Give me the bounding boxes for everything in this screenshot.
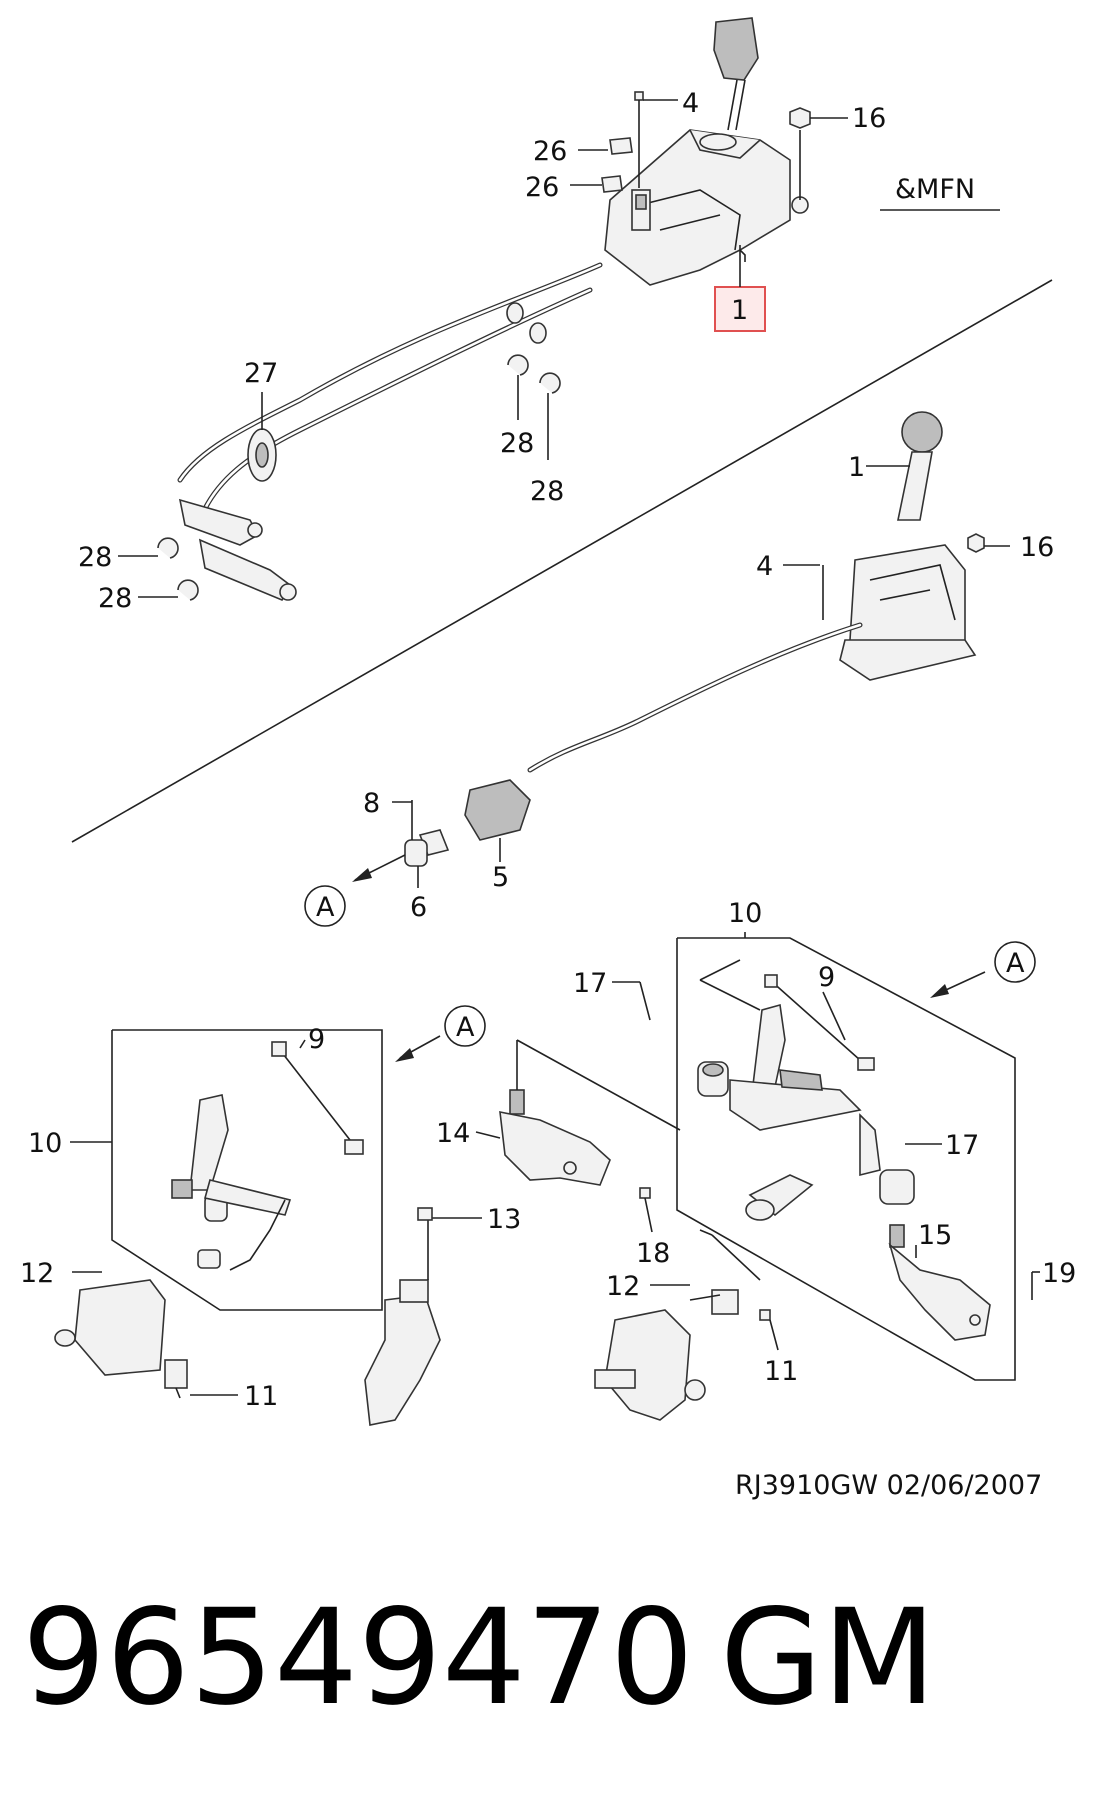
callout-6: 6 <box>410 892 427 923</box>
callout-19: 19 <box>1042 1258 1076 1289</box>
arrow-to-A-middle <box>304 854 406 927</box>
top-shifter-assembly <box>604 17 809 286</box>
callout-1-middle: 1 <box>848 452 865 483</box>
callout-12-right: 12 <box>606 1271 640 1302</box>
callout-9-right: 9 <box>818 962 835 993</box>
clip-28-c <box>157 537 179 559</box>
callout-4-middle: 4 <box>756 551 773 582</box>
clip-28-d <box>177 579 199 601</box>
callout-13: 13 <box>487 1204 521 1235</box>
callout-A-right: A <box>1006 948 1025 979</box>
bottom-left-box <box>111 1029 383 1311</box>
callout-28-c: 28 <box>78 542 112 573</box>
callout-14: 14 <box>436 1118 470 1149</box>
bottom-right-mechanism <box>697 959 915 1221</box>
callout-27: 27 <box>244 358 278 389</box>
part-number: 96549470 <box>22 1581 694 1735</box>
callout-17-lower: 17 <box>945 1130 979 1161</box>
callout-1-highlighted: 1 <box>731 295 748 326</box>
bracket-14 <box>499 1039 681 1199</box>
arrow-to-A-right <box>930 941 1036 998</box>
clip-28-b <box>539 372 561 394</box>
callout-9-left: 9 <box>308 1024 325 1055</box>
lever-15 <box>888 1224 991 1341</box>
bottom-left-mechanism <box>171 1041 364 1271</box>
callout-11-left: 11 <box>244 1381 278 1412</box>
brand-name: GM <box>720 1581 937 1735</box>
callout-16-middle: 16 <box>1020 532 1054 563</box>
callout-A-middle: A <box>316 892 335 923</box>
clip-26-lower <box>601 175 623 193</box>
callout-18: 18 <box>636 1238 670 1269</box>
callout-10-right: 10 <box>728 898 762 929</box>
callout-4-top: 4 <box>682 88 699 119</box>
bottom-left-bracket <box>54 1279 188 1399</box>
callout-5: 5 <box>492 862 509 893</box>
callout-28-a: 28 <box>500 428 534 459</box>
section-divider <box>71 279 1053 843</box>
bottom-right-box <box>676 937 1016 1381</box>
clip-28-a <box>507 354 529 376</box>
bottom-right-bracket <box>594 1229 771 1421</box>
parts-diagram: 4 16 26 26 1 27 28 28 28 28 &MFN 1 4 16 … <box>20 17 1076 1426</box>
nut-16-top <box>789 107 811 129</box>
callout-A-left: A <box>456 1012 475 1043</box>
callout-8: 8 <box>363 788 380 819</box>
top-shift-cables <box>177 262 603 602</box>
drawing-code: RJ3910GW 02/06/2007 <box>735 1470 1043 1501</box>
callout-26-upper: 26 <box>533 136 567 167</box>
callout-12-left: 12 <box>20 1258 54 1289</box>
callout-11-right: 11 <box>764 1356 798 1387</box>
middle-shift-cable <box>404 622 863 867</box>
bottom-left-support <box>364 1279 441 1426</box>
bolt-4-top <box>634 91 644 188</box>
callout-16-top: 16 <box>852 103 886 134</box>
callout-28-b: 28 <box>530 476 564 507</box>
clip-26-upper <box>609 137 633 155</box>
arrow-to-A-left <box>395 1005 486 1062</box>
callout-17-upper: 17 <box>573 968 607 999</box>
middle-shifter-assembly <box>822 411 985 681</box>
callout-26-lower: 26 <box>525 172 559 203</box>
top-tag: &MFN <box>895 174 975 205</box>
callout-10-left: 10 <box>28 1128 62 1159</box>
callout-28-d: 28 <box>98 583 132 614</box>
callout-15: 15 <box>918 1220 952 1251</box>
